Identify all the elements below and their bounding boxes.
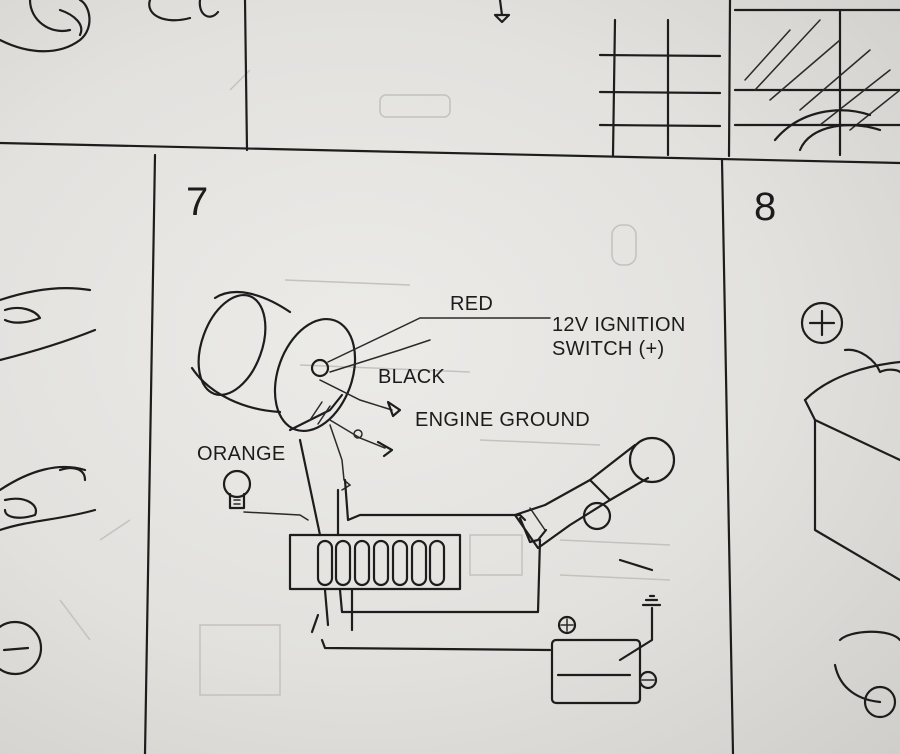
gauge-icon [190,290,357,433]
plus-sign-icon [800,301,844,345]
hand-icon [0,286,97,532]
step-number-7: 7 [186,180,209,224]
ignition-label-line2: SWITCH (+) [552,338,665,360]
engine-ground-label: ENGINE GROUND [415,409,591,431]
top-left-fragment-icon [0,0,511,53]
top-right-fragment-icon [744,19,900,152]
orange-wire-label: ORANGE [197,443,286,465]
battery-step8-icon [803,348,900,719]
fuse-block-icon [288,533,462,591]
red-wire-label: RED [450,293,494,315]
circuit-wires [298,438,654,652]
step-number-8: 8 [754,185,777,229]
wire-leads [319,317,551,491]
black-wire-label: BLACK [378,366,446,388]
ignition-key-icon [513,436,676,550]
minus-sign-icon [0,620,43,676]
bulb-icon [222,469,309,521]
ignition-label-line1: 12V IGNITION [552,314,686,336]
battery-icon [550,594,662,705]
